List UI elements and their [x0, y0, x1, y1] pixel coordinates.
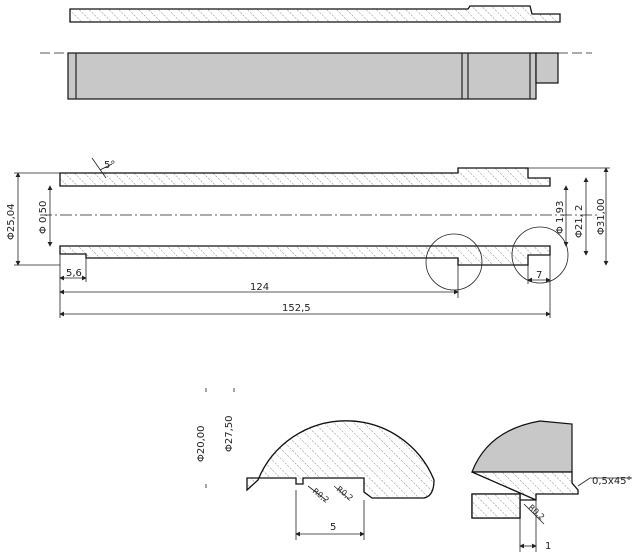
- detail-left-r-b-label: R0,2: [335, 484, 355, 502]
- detail-left-r-a-label: R0,2: [311, 486, 331, 504]
- detail-left-len-label: 5: [330, 522, 336, 533]
- outer-dia-label: Φ25,04: [6, 204, 17, 241]
- main-section-view: Φ25,04 Φ 0,50 5° Φ31,00 Φ21, 2 Φ 1,93 5,…: [6, 157, 610, 318]
- step-dia-a-label: Φ 1,93: [555, 201, 566, 234]
- angle-label: 5°: [104, 160, 115, 171]
- total-len-label: 152,5: [282, 303, 311, 314]
- detail-right-chamfer-label: 0,5x45°: [592, 476, 632, 487]
- left-len-label: 5,6: [66, 268, 82, 279]
- shaft-side-view: [40, 52, 592, 100]
- mid-len-label: 124: [250, 282, 269, 293]
- detail-left-dia-b-label: Φ27,50: [224, 416, 235, 453]
- lower-wall: [59, 245, 551, 266]
- detail-left: Φ20,00 Φ27,50 R0,2 R0,2 5: [196, 388, 435, 540]
- detail-right: 0,5x45° R0,2 1: [471, 420, 632, 552]
- step-len-label: 7: [536, 270, 542, 281]
- upper-wall: [59, 167, 551, 187]
- detail-right-r-label: R0,2: [527, 503, 547, 522]
- inner-dia-label: Φ 0,50: [38, 201, 49, 234]
- step-dia-b-label: Φ21, 2: [574, 205, 585, 238]
- detail-left-dia-a-label: Φ20,00: [196, 426, 207, 463]
- top-section-strip: [69, 5, 561, 23]
- right-dia-label: Φ31,00: [596, 199, 607, 236]
- detail-right-len-label: 1: [545, 541, 551, 552]
